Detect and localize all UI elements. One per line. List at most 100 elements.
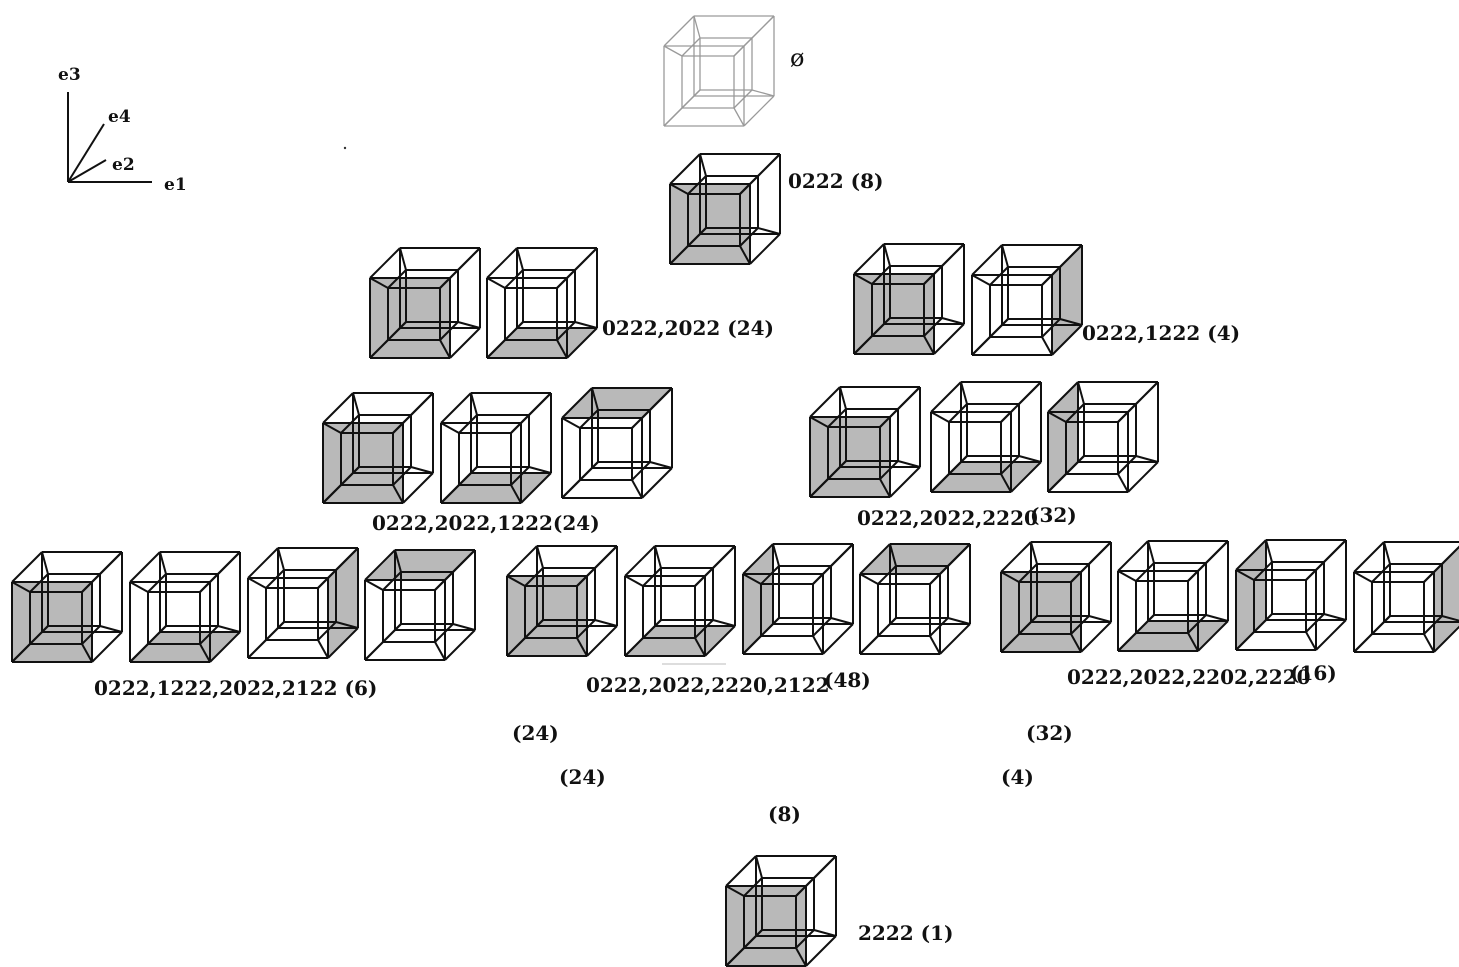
tesseract-edge <box>1135 562 1155 582</box>
tesseract-edge <box>277 547 285 571</box>
tesseract-edge <box>1051 324 1083 356</box>
tesseract-edge <box>1077 381 1085 405</box>
tesseract-edge <box>669 183 689 195</box>
label-2222: 2222 (1) <box>858 921 953 945</box>
tesseract-edge <box>1047 473 1067 493</box>
tesseract-edge <box>923 273 935 285</box>
tesseract-edge <box>1235 539 1267 571</box>
tesseract-edge <box>739 183 751 195</box>
tesseract-edge <box>795 947 807 967</box>
tesseract-edge <box>712 545 736 569</box>
tesseract-edge <box>733 45 745 57</box>
tesseract-r4-5 <box>506 545 618 657</box>
label-0222-1222: 0222,1222 (4) <box>1082 321 1240 345</box>
tesseract-edge <box>749 233 781 265</box>
tesseract-edge <box>743 95 775 127</box>
tesseract-edge <box>591 387 599 411</box>
tesseract-edge <box>1423 571 1435 583</box>
tesseract-r2-1 <box>369 247 481 359</box>
tesseract-edge <box>879 478 891 498</box>
tesseract-edge <box>556 321 576 341</box>
tesseract-edge <box>392 484 404 504</box>
tesseract-edge <box>1323 539 1347 563</box>
tesseract-edge <box>1305 613 1325 633</box>
tesseract-edge <box>528 392 552 416</box>
tesseract-r4-2 <box>129 551 241 663</box>
tesseract-r1-1 <box>669 153 781 265</box>
tesseract-edge <box>129 643 149 663</box>
tesseract-edge <box>369 247 401 279</box>
tesseract-r3-6 <box>1047 381 1159 493</box>
label-0222-2022-2220: 0222,2022,2220 <box>857 506 1038 530</box>
tesseract-edge <box>576 619 596 639</box>
tesseract-edge <box>1041 336 1053 356</box>
tesseract-edge <box>631 479 643 499</box>
tesseract-edge <box>693 89 701 97</box>
tesseract-edge <box>410 392 434 416</box>
tesseract-edge <box>809 416 829 428</box>
tesseract-r4-12 <box>1353 541 1459 653</box>
tesseract-edge <box>1433 625 1459 653</box>
tesseract-edge <box>859 543 891 575</box>
tesseract-edge <box>681 37 701 57</box>
tesseract-edge <box>536 545 544 569</box>
tesseract-r4-11 <box>1235 539 1347 651</box>
tesseract-edge <box>317 639 329 659</box>
tesseract-edge <box>439 277 451 289</box>
tesseract-r3-3 <box>561 387 673 499</box>
tesseract-edge <box>739 227 759 247</box>
tesseract-edge <box>631 461 651 481</box>
tesseract-edge <box>392 422 404 434</box>
label-count-32: (32) <box>1026 721 1073 745</box>
tesseract-edge <box>933 323 965 355</box>
tesseract-r4-3 <box>247 547 359 659</box>
tesseract-group <box>11 15 1459 967</box>
tesseract-edge <box>1010 461 1042 493</box>
tesseract-edge <box>649 461 673 469</box>
tesseract-edge <box>930 473 950 493</box>
tesseract-edge <box>340 414 360 434</box>
tesseract-r3-1 <box>322 392 434 504</box>
tesseract-edge <box>394 549 402 573</box>
tesseract-edge <box>1001 318 1009 326</box>
tesseract-edge <box>813 855 837 879</box>
tesseract-edge <box>556 277 568 289</box>
tesseract-edge <box>247 577 267 589</box>
tesseract-edge <box>742 543 774 575</box>
tesseract-edge <box>1187 614 1207 634</box>
tesseract-edge <box>694 637 706 657</box>
tesseract-edge <box>506 637 526 657</box>
tesseract-edge <box>439 339 451 359</box>
tesseract-edge <box>1059 244 1083 268</box>
tesseract-edge <box>1305 631 1317 651</box>
tesseract-edge <box>1070 633 1082 653</box>
tesseract-edge <box>704 625 736 657</box>
tesseract-edge <box>594 545 618 569</box>
tesseract-edge <box>929 617 949 637</box>
axis-triad <box>67 92 152 183</box>
tesseract-edge <box>960 455 968 463</box>
tesseract-edge <box>449 327 481 359</box>
tesseract-edge <box>812 617 832 637</box>
tesseract-edge <box>594 619 618 627</box>
tesseract-edge <box>1353 571 1373 583</box>
tesseract-edge <box>470 392 478 416</box>
tesseract-edge <box>883 317 891 325</box>
tesseract-edge <box>805 935 837 967</box>
shaded-face-left <box>1236 540 1266 650</box>
e4-axis-line <box>67 123 105 183</box>
tesseract-edge <box>839 460 847 468</box>
tesseract-edge <box>1205 614 1229 622</box>
tesseract-edge <box>1353 541 1385 573</box>
tesseract-edge <box>439 321 459 341</box>
tesseract-edge <box>755 929 763 937</box>
tesseract-edge <box>382 571 402 591</box>
tesseract-edge <box>827 408 847 428</box>
tesseract-edge <box>452 623 476 631</box>
tesseract-edge <box>1383 615 1391 623</box>
tesseract-r2-4 <box>971 244 1083 356</box>
tesseract-edge <box>941 317 965 325</box>
tesseract-edge <box>524 567 544 587</box>
